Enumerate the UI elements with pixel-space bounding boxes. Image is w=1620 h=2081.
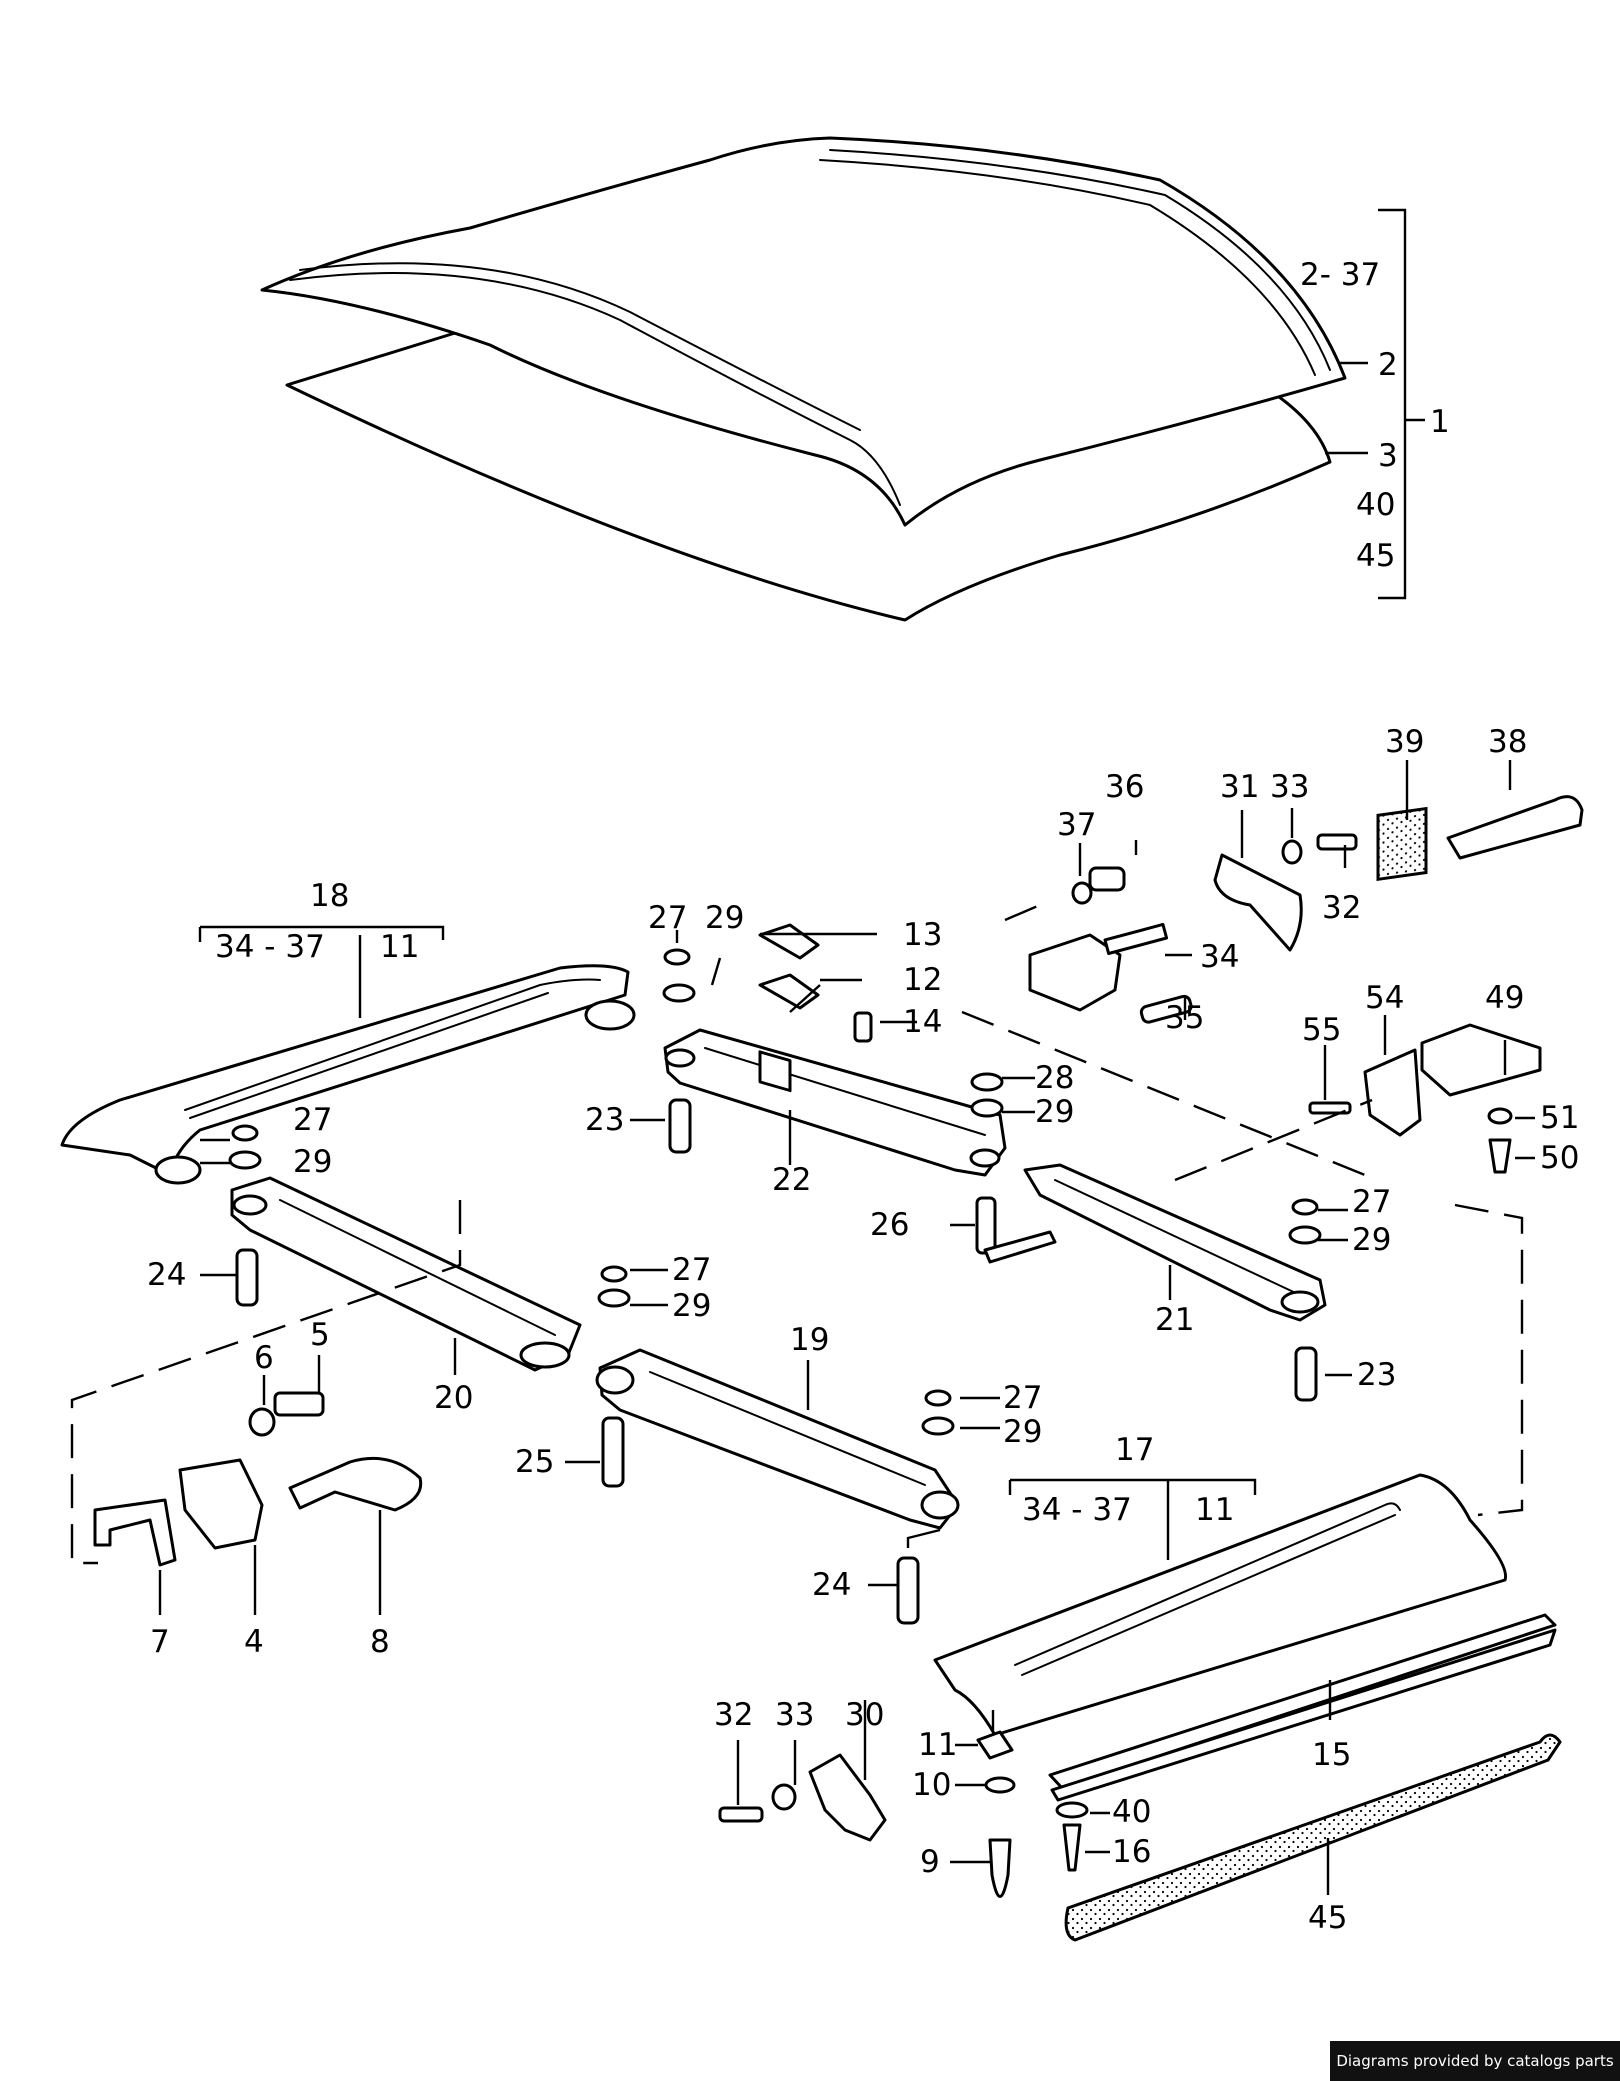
leader-lines xyxy=(158,760,1535,1864)
label-part-33-top: 33 xyxy=(1270,769,1309,805)
label-part-35: 35 xyxy=(1165,1000,1204,1036)
label-part-25: 25 xyxy=(515,1444,554,1480)
label-part-39: 39 xyxy=(1385,724,1424,760)
label-part-40-top: 40 xyxy=(1356,487,1395,523)
label-part-24-a: 24 xyxy=(147,1257,186,1293)
label-part-20: 20 xyxy=(434,1380,473,1416)
label-part-9: 9 xyxy=(920,1844,940,1880)
label-part-29-a: 29 xyxy=(705,900,744,936)
label-part-3: 3 xyxy=(1378,438,1398,474)
seal-45 xyxy=(1064,1733,1562,1942)
label-part-30: 30 xyxy=(845,1697,884,1733)
label-part-13: 13 xyxy=(903,917,942,953)
label-part-34: 34 xyxy=(1200,939,1239,975)
label-part-16: 16 xyxy=(1112,1834,1151,1870)
label-part-5: 5 xyxy=(310,1317,330,1353)
label-part-28: 28 xyxy=(1035,1060,1074,1096)
cross-beam-21 xyxy=(1023,1163,1327,1322)
label-part-10: 10 xyxy=(912,1767,951,1803)
label-part-37: 37 xyxy=(1057,807,1096,843)
label-part-22: 22 xyxy=(772,1162,811,1198)
label-part-11-right: 11 xyxy=(1195,1492,1234,1528)
label-part-32-top: 32 xyxy=(1322,890,1361,926)
label-part-1: 1 xyxy=(1430,404,1450,440)
label-part-23-b: 23 xyxy=(1357,1357,1396,1393)
label-part-27-e: 27 xyxy=(1003,1380,1042,1416)
label-part-27-d: 27 xyxy=(672,1252,711,1288)
part-labels: 1 2 2- 37 3 40 45 18 34 - 37 11 27 29 13… xyxy=(147,257,1579,1936)
label-part-21: 21 xyxy=(1155,1302,1194,1338)
label-part-32-bottom: 32 xyxy=(714,1697,753,1733)
label-part-33-bottom: 33 xyxy=(775,1697,814,1733)
cross-beam-22 xyxy=(663,1028,1007,1177)
label-part-27-c: 27 xyxy=(1352,1184,1391,1220)
label-part-45-top: 45 xyxy=(1356,538,1395,574)
label-part-11-bottom: 11 xyxy=(918,1727,957,1763)
label-part-7: 7 xyxy=(150,1624,170,1660)
label-part-29-f: 29 xyxy=(1003,1414,1042,1450)
label-part-23-a: 23 xyxy=(585,1102,624,1138)
label-part-36: 36 xyxy=(1105,769,1144,805)
label-part-49: 49 xyxy=(1485,980,1524,1016)
label-part-19: 19 xyxy=(790,1322,829,1358)
label-part-54: 54 xyxy=(1365,980,1404,1016)
label-part-26: 26 xyxy=(870,1207,909,1243)
label-part-40-bottom: 40 xyxy=(1112,1794,1151,1830)
roof-shell xyxy=(260,136,1347,527)
label-part-34-37-right: 34 - 37 xyxy=(1022,1492,1132,1528)
label-part-45-bottom: 45 xyxy=(1308,1900,1347,1936)
label-part-34-37-left: 34 - 37 xyxy=(215,929,325,965)
credit-badge: Diagrams provided by catalogs parts xyxy=(1330,2041,1620,2081)
label-part-27-a: 27 xyxy=(648,900,687,936)
label-part-6: 6 xyxy=(254,1340,274,1376)
label-part-29-b: 29 xyxy=(1035,1094,1074,1130)
label-part-14: 14 xyxy=(903,1004,942,1040)
label-part-2: 2 xyxy=(1378,347,1398,383)
label-part-50: 50 xyxy=(1540,1140,1579,1176)
cross-beam-19 xyxy=(595,1348,960,1530)
label-part-24-b: 24 xyxy=(812,1567,851,1603)
label-part-11-left: 11 xyxy=(380,929,419,965)
label-part-29-d: 29 xyxy=(1352,1222,1391,1258)
label-part-4: 4 xyxy=(244,1624,264,1660)
label-part-29-e: 29 xyxy=(672,1288,711,1324)
label-part-8: 8 xyxy=(370,1624,390,1660)
label-part-38: 38 xyxy=(1488,724,1527,760)
cross-beam-20 xyxy=(230,1176,582,1372)
rear-panel-right xyxy=(933,1473,1508,1737)
label-part-31: 31 xyxy=(1220,769,1259,805)
label-part-2-37: 2- 37 xyxy=(1300,257,1380,293)
label-part-55: 55 xyxy=(1302,1012,1341,1048)
label-part-18: 18 xyxy=(310,878,349,914)
label-part-29-c: 29 xyxy=(293,1144,332,1180)
assembly-dashed-lines xyxy=(70,903,1524,1565)
label-part-51: 51 xyxy=(1540,1100,1579,1136)
small-parts xyxy=(93,795,1584,1898)
label-part-12: 12 xyxy=(903,962,942,998)
rear-panel-left xyxy=(60,925,636,1185)
trim-strip-15 xyxy=(1048,1613,1557,1802)
label-part-27-b: 27 xyxy=(293,1102,332,1138)
roof-bracket xyxy=(1325,208,1425,600)
label-part-15: 15 xyxy=(1312,1737,1351,1773)
label-part-17: 17 xyxy=(1115,1432,1154,1468)
